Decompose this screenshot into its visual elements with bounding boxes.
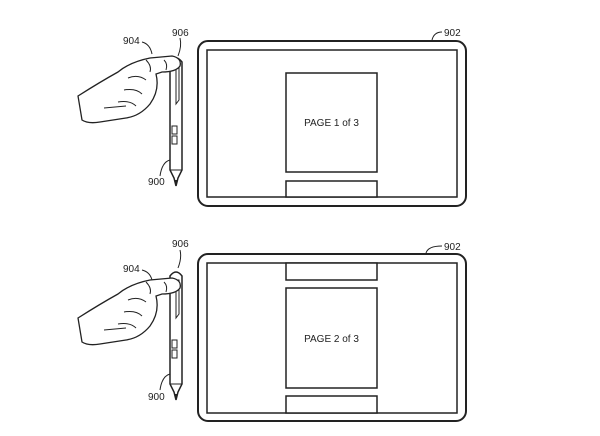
label-pen: 900	[148, 177, 165, 188]
page-current	[285, 287, 378, 389]
label-finger: 904	[123, 264, 140, 275]
page-previous-preview	[285, 262, 378, 281]
label-pen-end: 906	[172, 239, 189, 250]
label-device: 902	[444, 28, 461, 39]
page-label: PAGE 2 of 3	[304, 334, 359, 345]
label-finger: 904	[123, 36, 140, 47]
stylus-pen	[169, 57, 183, 187]
label-pen-end: 906	[172, 28, 189, 39]
label-pen: 900	[148, 392, 165, 403]
page-current	[285, 72, 378, 173]
label-device: 902	[444, 242, 461, 253]
page-label: PAGE 1 of 3	[304, 118, 359, 129]
hand-pressing-pen	[77, 277, 181, 346]
hand-pressing-pen	[77, 55, 181, 124]
figure-bottom: PAGE 2 of 3 902 904 906 900	[77, 239, 467, 422]
page-next-preview	[285, 395, 378, 414]
page-next-preview	[285, 180, 378, 198]
figure-top: PAGE 1 of 3 902 904 906 900	[77, 28, 467, 207]
